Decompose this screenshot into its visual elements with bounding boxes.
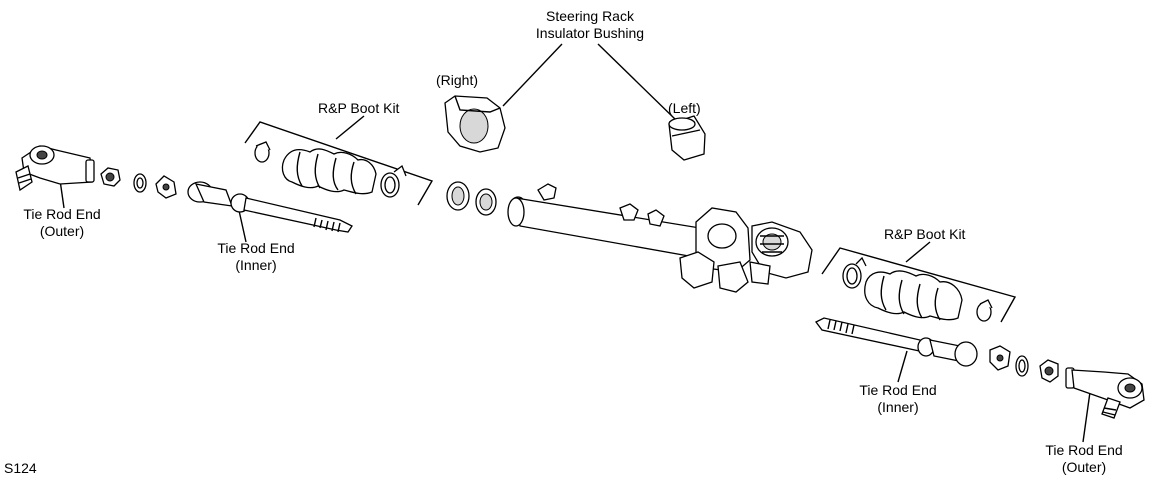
label-outer-right-line1: Tie Rod End: [1045, 442, 1123, 458]
leader-boot-kit-left: [335, 115, 365, 140]
leader-lines: [59, 43, 1091, 443]
label-inner-left-line1: Tie Rod End: [217, 240, 295, 256]
label-tie-rod-end-outer-right: Tie Rod End (Outer): [1036, 442, 1132, 476]
leader-bushing-left: [597, 43, 677, 121]
label-inner-right-line1: Tie Rod End: [859, 382, 937, 398]
label-bushing-line2: Insulator Bushing: [535, 25, 645, 41]
label-boot-kit-right: R&P Boot Kit: [884, 226, 966, 242]
diagram-id: S124: [4, 460, 37, 476]
label-inner-right-line2: (Inner): [877, 399, 919, 415]
boot-kit-bracket-left: [244, 121, 434, 206]
boot-kit-right: [842, 256, 993, 322]
label-tie-rod-end-outer-left: Tie Rod End (Outer): [14, 206, 110, 240]
leader-boot-kit-right: [905, 241, 931, 263]
label-bushing-right: (Right): [436, 72, 479, 88]
steering-rack-housing: [507, 183, 813, 293]
tie-rod-end-inner-right: [815, 317, 978, 367]
tie-rod-end-outer-right: [1065, 367, 1145, 419]
insulator-bushing-left: [668, 115, 706, 161]
leader-inner-right: [897, 350, 908, 383]
tie-rod-end-outer-left: [15, 145, 95, 192]
label-boot-kit-left: R&P Boot Kit: [318, 100, 400, 116]
leader-outer-right: [1082, 391, 1091, 443]
leader-bushing-right: [502, 43, 563, 107]
boot-kit-left: [254, 141, 407, 198]
insulator-bushing-right: [444, 95, 506, 153]
boot-kit-bracket-right: [821, 247, 1017, 323]
label-tie-rod-end-inner-right: Tie Rod End (Inner): [850, 382, 946, 416]
label-tie-rod-end-inner-left: Tie Rod End (Inner): [208, 240, 304, 274]
label-outer-left-line2: (Outer): [39, 223, 85, 239]
label-bushing-left: (Left): [668, 100, 701, 116]
tie-rod-end-inner-left: [187, 181, 353, 233]
label-outer-left-line1: Tie Rod End: [23, 206, 101, 222]
label-bushing-line1: Steering Rack: [546, 8, 634, 24]
label-outer-right-line2: (Outer): [1061, 459, 1107, 475]
leader-outer-left: [59, 179, 65, 209]
label-steering-rack-insulator-bushing: Steering Rack Insulator Bushing: [520, 8, 660, 42]
small-parts-right: [989, 345, 1059, 383]
small-parts-left: [100, 167, 177, 199]
label-inner-left-line2: (Inner): [235, 257, 277, 273]
